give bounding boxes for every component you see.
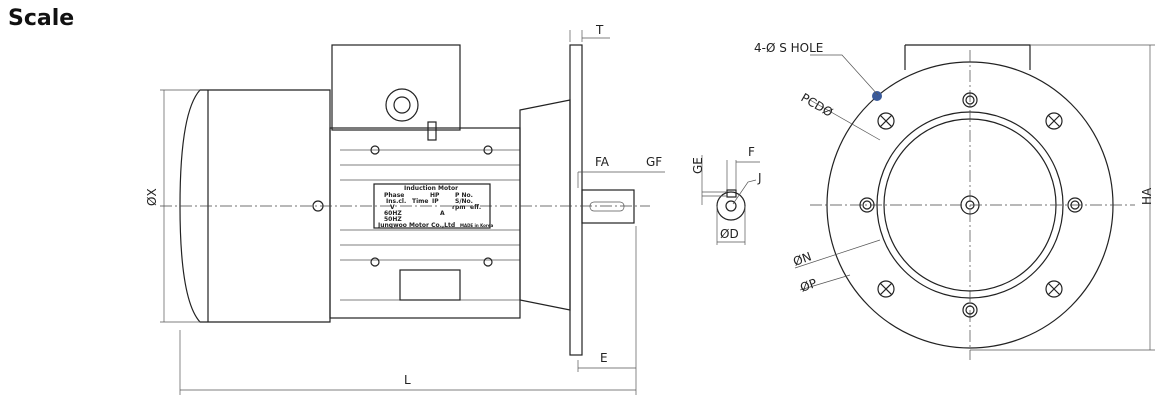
nameplate-50hz: 50HZ [384, 216, 402, 223]
nameplate-hp: HP [430, 192, 440, 199]
side-view: Induction Motor Phase HP P No. Ins.cl. T… [145, 23, 665, 395]
dim-label-d: ØD [720, 227, 739, 241]
section-title: Scale [8, 6, 75, 31]
front-view: 4-Ø S HOLE PCDØ ØN ØP HA [754, 41, 1155, 360]
dim-label-pcd: PCDØ [799, 90, 836, 119]
nameplate-time: Time [412, 198, 428, 205]
nameplate-made: MADE in Korea [460, 223, 494, 228]
nameplate-rpm: rpm [452, 204, 466, 211]
dim-label-f: F [748, 145, 755, 159]
dim-label-n: ØN [791, 249, 813, 268]
dim-label-hole: 4-Ø S HOLE [754, 41, 823, 55]
nameplate-maker: Jungwoo Motor Co.,Ltd [377, 222, 455, 229]
nameplate-v: V [390, 204, 395, 211]
dim-label-j: J [757, 171, 762, 185]
nameplate-sno: S/No. [455, 198, 473, 205]
nameplate-60hz: 60HZ [384, 210, 402, 217]
dim-label-p: ØP [798, 276, 818, 295]
dim-label-ha: HA [1140, 187, 1154, 205]
nameplate-pno: P No. [455, 192, 473, 199]
nameplate-eff: eff. [470, 204, 481, 211]
nameplate-heading: Induction Motor [404, 185, 458, 192]
nameplate-a: A [440, 210, 445, 217]
shaft-end-view: F J GE ØD [691, 145, 762, 245]
dim-label-x: ØX [145, 188, 159, 206]
dim-label-ge: GE [691, 157, 705, 174]
nameplate-phase: Phase [384, 192, 404, 199]
dim-label-fa: FA [595, 155, 610, 169]
dim-label-gf: GF [646, 155, 662, 169]
dim-label-l: L [404, 373, 411, 387]
dim-label-e: E [600, 351, 608, 365]
dim-label-t: T [595, 23, 604, 37]
nameplate-ip: IP [432, 198, 439, 205]
nameplate-insul: Ins.cl. [386, 198, 406, 205]
